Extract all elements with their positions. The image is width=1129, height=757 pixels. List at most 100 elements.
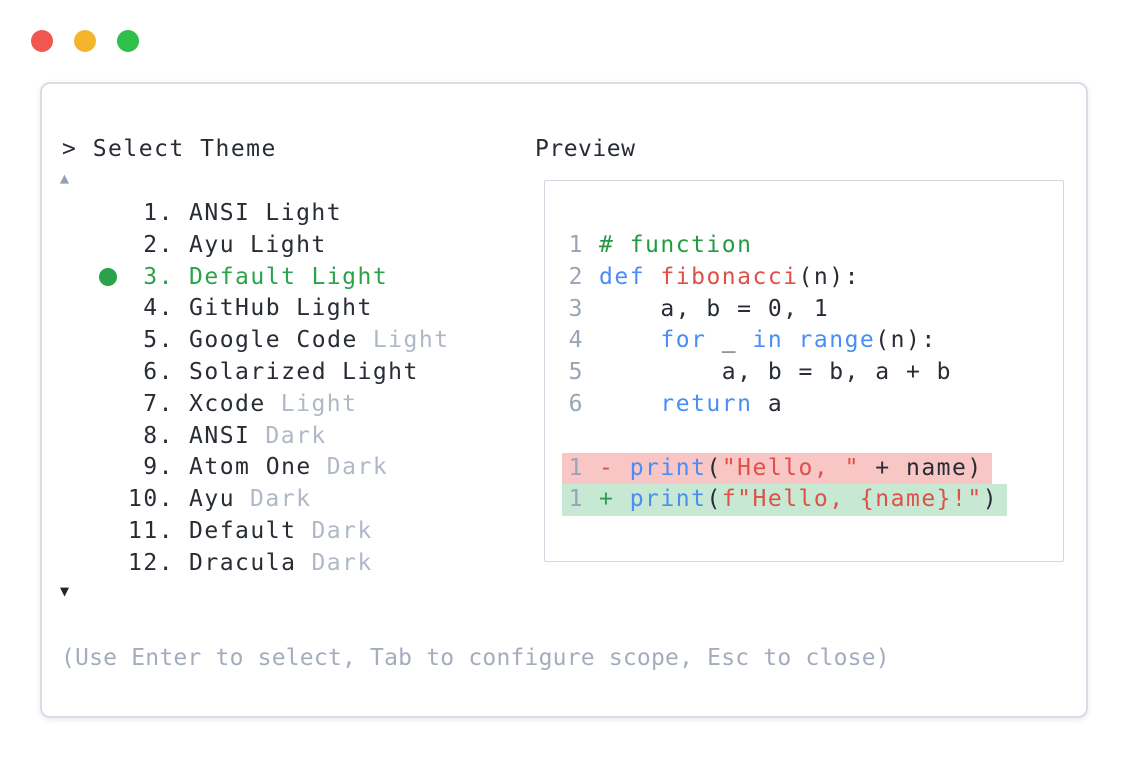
scroll-down-icon[interactable]: ▼ (60, 582, 70, 600)
theme-item-name: Default (189, 517, 297, 544)
line-number: 4 (568, 327, 584, 354)
line-number: 5 (568, 359, 584, 386)
theme-item-number: 6. (143, 358, 174, 385)
diff-highlight-removed: 1- print("Hello, " + name) (562, 452, 992, 485)
theme-item-name: Ayu (189, 486, 236, 513)
line-number: 1 (568, 454, 584, 481)
code-token-comment: # function (599, 232, 753, 258)
theme-item-variant: Light (311, 263, 389, 290)
code-token-plain (599, 391, 660, 417)
code-token-keyword: return (660, 390, 753, 417)
code-token-plain: (n): (798, 263, 860, 290)
theme-item-variant: Light (372, 327, 450, 354)
theme-item-name: Atom One (189, 454, 312, 481)
theme-item-dracula-dark[interactable]: 12. Dracula Dark (128, 548, 450, 580)
diff-line-removed: 1- print("Hello, " + name) (562, 452, 1063, 485)
zoom-button[interactable] (117, 30, 139, 52)
theme-item-name: Xcode (189, 390, 266, 417)
theme-item-name: Default (189, 263, 297, 290)
theme-item-number: 2. (143, 231, 174, 258)
theme-item-number: 12. (128, 549, 175, 576)
theme-item-default-light[interactable]: 3. Default Light (99, 262, 450, 294)
theme-item-xcode-light[interactable]: 7. Xcode Light (128, 389, 450, 421)
code-token-name: fibonacci (660, 263, 799, 290)
theme-item-number: 1. (143, 200, 174, 226)
code-token-keyword: print (629, 454, 707, 481)
code-token-plain: ) (982, 486, 999, 513)
theme-item-default-dark[interactable]: 11. Default Dark (128, 516, 450, 548)
selected-indicator-icon (99, 268, 117, 287)
code-token-plain: a (752, 390, 784, 417)
palette-prompt: > Select Theme (62, 136, 277, 162)
theme-item-name: ANSI (189, 422, 251, 449)
code-line: 3 a, b = 0, 1 (568, 294, 1063, 326)
theme-item-name: Dracula (189, 549, 297, 576)
theme-item-number: 8. (143, 422, 174, 449)
code-token-plain: a, b = b, a + b (599, 359, 952, 386)
code-token-plain: + name) (859, 454, 983, 481)
theme-item-number: 5. (143, 327, 174, 354)
window-controls (31, 30, 139, 52)
code-token-plain: ( (706, 454, 722, 481)
code-line: 5 a, b = b, a + b (568, 357, 1063, 389)
theme-item-number: 7. (143, 390, 174, 417)
theme-item-name: Google Code (189, 327, 358, 354)
code-token-plain (783, 327, 798, 353)
close-button[interactable] (31, 30, 53, 52)
code-token-keyword: print (629, 486, 707, 513)
keyboard-hint: (Use Enter to select, Tab to configure s… (61, 645, 890, 671)
code-token-added-marker: + (599, 486, 630, 513)
line-number: 6 (568, 390, 584, 417)
code-line: 4 for _ in range(n): (568, 325, 1063, 357)
scroll-up-icon[interactable]: ▲ (60, 169, 70, 187)
theme-item-variant: Dark (311, 517, 373, 544)
theme-item-google-code-light[interactable]: 5. Google Code Light (128, 325, 450, 357)
code-token-removed-marker: - (599, 454, 630, 481)
theme-item-variant: Light (280, 390, 358, 417)
theme-item-ansi-light[interactable]: 1. ANSI Light (128, 198, 450, 230)
preview-title: Preview (535, 136, 636, 162)
theme-item-number: 11. (128, 517, 175, 544)
theme-item-number: 3. (143, 263, 174, 290)
code-token-plain: _ (706, 327, 753, 354)
theme-item-number: 4. (143, 295, 174, 322)
theme-item-variant: Light (265, 200, 343, 226)
theme-item-number: 10. (128, 486, 175, 513)
code-line: 1 # function (568, 230, 1063, 262)
diff-line-added: 1 + print(f"Hello, {name}!") (562, 484, 1063, 517)
code-token-plain (599, 327, 660, 353)
line-number: 3 (568, 295, 584, 322)
code-token-plain: ( (706, 486, 722, 513)
theme-item-name: Ayu (189, 231, 236, 258)
line-number: 1 (568, 232, 584, 258)
theme-item-variant: Dark (311, 549, 373, 576)
theme-item-variant: Dark (326, 454, 389, 481)
code-token-plain: (n): (875, 327, 937, 354)
code-token-plain: a, b = 0, 1 (599, 295, 830, 322)
code-token-plain (645, 264, 660, 290)
line-number: 1 (568, 486, 584, 513)
theme-item-variant: Light (342, 358, 419, 385)
code-token-string: f"Hello, {name}!" (721, 486, 983, 513)
code-token-keyword: for (660, 327, 707, 354)
code-line: 6 return a (568, 389, 1063, 421)
theme-item-name: GitHub (189, 295, 282, 322)
code-token-string: "Hello, " (721, 454, 860, 481)
theme-item-github-light[interactable]: 4. GitHub Light (128, 293, 450, 325)
code-token-keyword: range (798, 327, 876, 354)
diff-highlight-added: 1 + print(f"Hello, {name}!") (562, 484, 1008, 517)
theme-item-variant: Light (296, 295, 373, 322)
theme-item-name: ANSI (189, 200, 251, 226)
minimize-button[interactable] (74, 30, 96, 52)
